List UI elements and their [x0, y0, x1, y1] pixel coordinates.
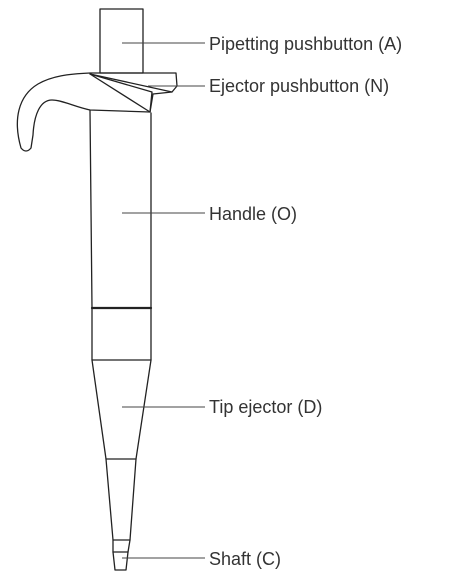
- handle-band: [91, 307, 152, 361]
- shaft-tip-shape: [112, 539, 131, 571]
- label-ejector-pushbutton: Ejector pushbutton (N): [209, 76, 389, 96]
- handle-shape: [89, 109, 152, 309]
- label-pipetting-pushbutton: Pipetting pushbutton (A): [209, 34, 402, 54]
- label-handle: Handle (O): [209, 204, 297, 224]
- shaft-upper-shape: [105, 458, 137, 541]
- finger-hook-shape: [16, 72, 178, 152]
- label-shaft: Shaft (C): [209, 549, 281, 569]
- ejector-top-edge: [89, 73, 173, 93]
- label-tip-ejector: Tip ejector (D): [209, 397, 322, 417]
- tip-ejector-shape: [91, 359, 152, 460]
- ejector-pushbutton-shape: [89, 73, 153, 113]
- pipetting-pushbutton-shape: [99, 8, 144, 74]
